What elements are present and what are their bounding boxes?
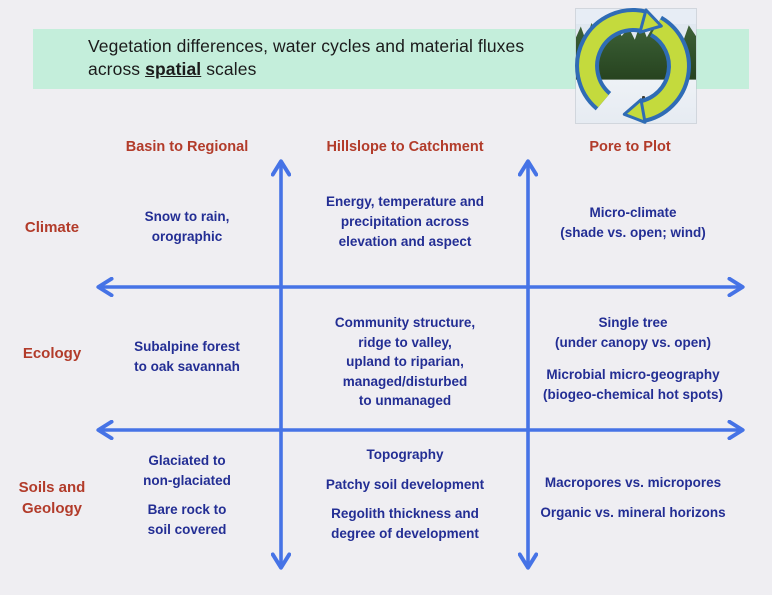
cell-soils-hillslope-patchy: Patchy soil development: [325, 477, 485, 492]
cell-soils-basin-bare-rock: Bare rock to soil covered: [147, 502, 227, 537]
cell-soils-hillslope-regolith: Regolith thickness and degree of develop…: [331, 506, 479, 541]
title-line1: Vegetation differences, water cycles and…: [88, 36, 525, 56]
cell-soils-basin-glaciated: Glaciated to non-glaciated: [143, 453, 231, 488]
row-label-climate: Climate: [24, 219, 80, 236]
row-label-ecology: Ecology: [22, 345, 82, 362]
cell-soils-pore-macropores: Macropores vs. micropores: [544, 475, 722, 490]
cell-ecology-hillslope: Community structure, ridge to valley, up…: [334, 315, 476, 408]
cell-ecology-pore-single-tree: Single tree (under canopy vs. open): [554, 315, 712, 350]
cell-ecology-basin: Subalpine forest to oak savannah: [134, 339, 240, 374]
column-header-pore-to-plot: Pore to Plot: [589, 139, 671, 155]
cell-climate-pore: Micro-climate (shade vs. open; wind): [560, 205, 706, 240]
row-label-soils-geology: Soils and Geology: [18, 479, 86, 517]
title-line2-emphasis: spatial: [145, 59, 202, 79]
cell-ecology-pore-microbial: Microbial micro-geography (biogeo-chemic…: [542, 367, 723, 402]
title-line2-suffix: scales: [201, 59, 257, 79]
title-line2-prefix: across: [88, 59, 146, 79]
slide-title: Vegetation differences, water cycles and…: [88, 35, 524, 81]
cell-soils-hillslope-topography: Topography: [366, 447, 444, 462]
column-header-hillslope-to-catchment: Hillslope to Catchment: [326, 139, 484, 155]
cell-climate-hillslope: Energy, temperature and precipitation ac…: [325, 194, 485, 249]
column-header-basin-to-regional: Basin to Regional: [125, 139, 249, 155]
cell-soils-pore-organic: Organic vs. mineral horizons: [540, 505, 726, 520]
cycle-arrows-icon: [575, 8, 691, 124]
cell-climate-basin: Snow to rain, orographic: [144, 209, 230, 244]
